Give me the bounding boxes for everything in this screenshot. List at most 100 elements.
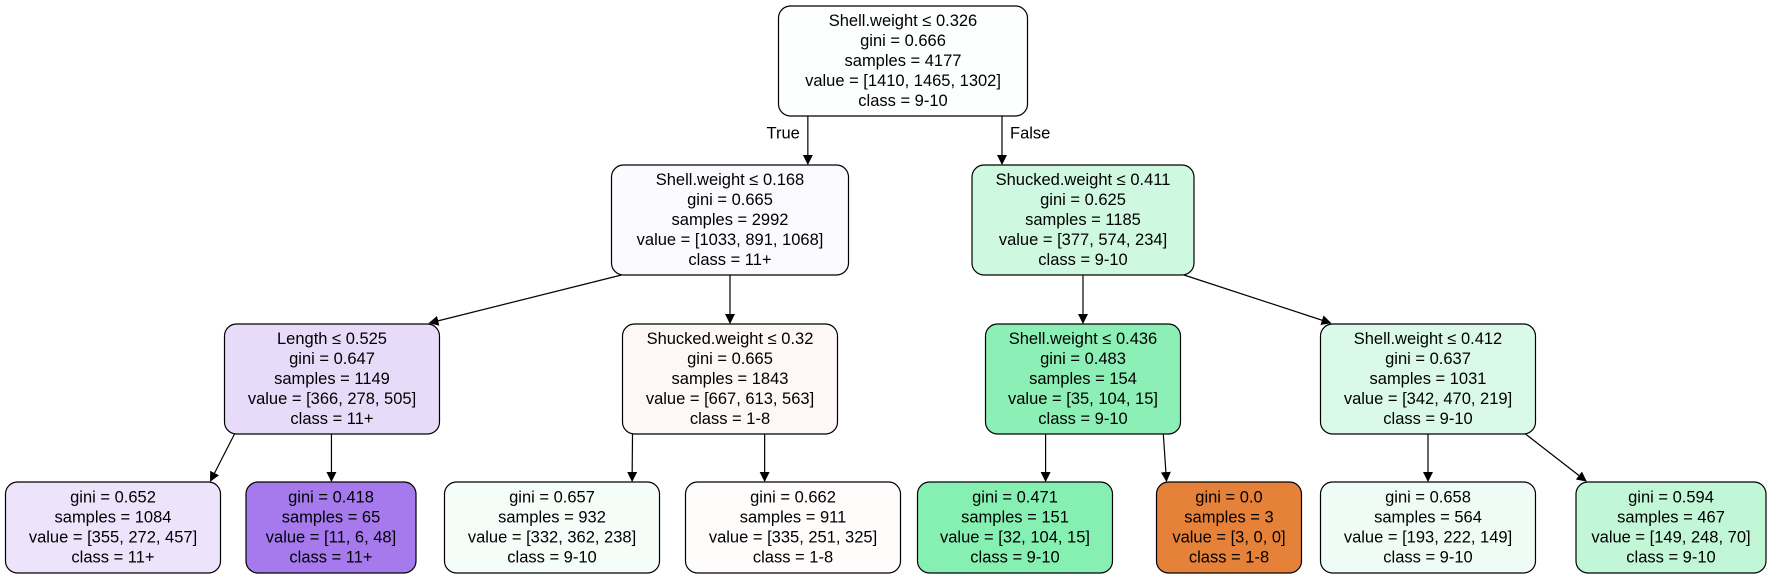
node-text-line: Shell.weight ≤ 0.326 bbox=[829, 12, 977, 30]
edge-n6-n14 bbox=[1525, 433, 1587, 482]
node-text-line: class = 9-10 bbox=[1038, 251, 1127, 269]
edge-n2-n6 bbox=[1183, 274, 1332, 325]
node-text-line: class = 1-8 bbox=[690, 410, 770, 428]
nodes-layer: Shell.weight ≤ 0.326 gini = 0.666 samples … bbox=[4, 5, 1767, 574]
node-text-line: samples = 1185 bbox=[1025, 211, 1141, 229]
node-text-line: class = 1-8 bbox=[1189, 549, 1269, 567]
node-text-line: gini = 0.483 bbox=[1040, 350, 1126, 368]
node-text-line: samples = 1084 bbox=[55, 509, 172, 527]
edge-label-true: True bbox=[767, 125, 800, 143]
node-text-line: value = [32, 104, 15] bbox=[940, 529, 1090, 547]
node-text-line: value = [335, 251, 325] bbox=[709, 529, 877, 547]
node-box bbox=[223, 323, 441, 435]
node-text-line: samples = 3 bbox=[1184, 509, 1273, 527]
tree-node-n5: Shell.weight ≤ 0.436 gini = 0.483 samples … bbox=[984, 323, 1182, 435]
node-text-line: samples = 911 bbox=[740, 509, 847, 527]
node-text-line: gini = 0.0 bbox=[1195, 489, 1262, 507]
node-text-line: class = 9-10 bbox=[970, 549, 1059, 567]
node-box bbox=[916, 481, 1114, 574]
node-box bbox=[1155, 481, 1303, 574]
tree-node-n8: gini = 0.418 samples = 65 value = [11, 6, … bbox=[245, 481, 417, 574]
node-text-line: value = [149, 248, 70] bbox=[1591, 529, 1750, 547]
node-text-line: value = [35, 104, 15] bbox=[1008, 390, 1158, 408]
tree-node-n14: gini = 0.594 samples = 467 value = [149, 2… bbox=[1575, 481, 1767, 574]
node-text-line: gini = 0.666 bbox=[860, 32, 946, 50]
node-text-line: class = 1-8 bbox=[753, 549, 833, 567]
node-text-line: value = [193, 222, 149] bbox=[1344, 529, 1512, 547]
node-text-line: value = [366, 278, 505] bbox=[248, 390, 416, 408]
node-text-line: gini = 0.665 bbox=[687, 191, 773, 209]
node-text-line: class = 9-10 bbox=[507, 549, 596, 567]
node-text-line: gini = 0.647 bbox=[289, 350, 375, 368]
tree-node-n13: gini = 0.658 samples = 564 value = [193, 2… bbox=[1319, 481, 1537, 574]
node-box bbox=[443, 481, 661, 574]
node-text-line: gini = 0.658 bbox=[1385, 489, 1471, 507]
node-box bbox=[1319, 481, 1537, 574]
node-text-line: Shell.weight ≤ 0.436 bbox=[1009, 330, 1157, 348]
node-box bbox=[984, 323, 1182, 435]
tree-node-n1: Shell.weight ≤ 0.168 gini = 0.665 samples … bbox=[610, 164, 850, 276]
node-box bbox=[245, 481, 417, 574]
edges-layer: True False bbox=[209, 116, 1587, 482]
node-text-line: samples = 2992 bbox=[672, 211, 789, 229]
node-text-line: class = 11+ bbox=[71, 549, 154, 567]
tree-node-n11: gini = 0.471 samples = 151 value = [32, 10… bbox=[916, 481, 1114, 574]
node-text-line: samples = 1031 bbox=[1370, 370, 1487, 388]
edge-label-false: False bbox=[1010, 125, 1050, 143]
node-text-line: value = [355, 272, 457] bbox=[29, 529, 197, 547]
node-text-line: gini = 0.657 bbox=[509, 489, 595, 507]
node-text-line: Shucked.weight ≤ 0.411 bbox=[996, 171, 1171, 189]
node-text-line: samples = 1843 bbox=[672, 370, 789, 388]
node-text-line: gini = 0.594 bbox=[1628, 489, 1714, 507]
node-text-line: value = [11, 6, 48] bbox=[266, 529, 396, 547]
node-text-line: value = [377, 574, 234] bbox=[999, 231, 1167, 249]
node-text-line: class = 9-10 bbox=[1626, 549, 1715, 567]
node-text-line: gini = 0.665 bbox=[687, 350, 773, 368]
node-box bbox=[1319, 323, 1537, 435]
node-text-line: class = 9-10 bbox=[1383, 549, 1472, 567]
node-text-line: gini = 0.418 bbox=[288, 489, 374, 507]
node-box bbox=[777, 5, 1029, 117]
node-text-line: value = [667, 613, 563] bbox=[646, 390, 814, 408]
node-text-line: samples = 4177 bbox=[845, 52, 962, 70]
node-text-line: samples = 151 bbox=[961, 509, 1069, 527]
node-box bbox=[684, 481, 902, 574]
edge-n1-n3 bbox=[428, 274, 622, 326]
node-box bbox=[621, 323, 839, 435]
tree-node-n10: gini = 0.662 samples = 911 value = [335, 2… bbox=[684, 481, 902, 574]
node-text-line: gini = 0.471 bbox=[972, 489, 1058, 507]
node-text-line: gini = 0.662 bbox=[750, 489, 836, 507]
node-box bbox=[1575, 481, 1767, 574]
node-text-line: samples = 154 bbox=[1029, 370, 1137, 388]
node-text-line: samples = 932 bbox=[498, 509, 606, 527]
node-text-line: value = [1033, 891, 1068] bbox=[637, 231, 824, 249]
node-text-line: class = 9-10 bbox=[1038, 410, 1127, 428]
node-text-line: samples = 467 bbox=[1617, 509, 1725, 527]
node-text-line: value = [342, 470, 219] bbox=[1344, 390, 1512, 408]
edge-n3-n7 bbox=[209, 433, 236, 482]
tree-node-n12: gini = 0.0 samples = 3 value = [3, 0, 0] cl… bbox=[1155, 481, 1303, 574]
tree-node-n4: Shucked.weight ≤ 0.32 gini = 0.665 samples… bbox=[621, 323, 839, 435]
node-text-line: gini = 0.637 bbox=[1385, 350, 1471, 368]
node-text-line: class = 11+ bbox=[290, 410, 373, 428]
node-box bbox=[971, 164, 1195, 276]
node-text-line: samples = 1149 bbox=[274, 370, 390, 388]
node-text-line: gini = 0.625 bbox=[1040, 191, 1126, 209]
node-text-line: samples = 564 bbox=[1374, 509, 1482, 527]
node-text-line: class = 9-10 bbox=[1383, 410, 1472, 428]
node-text-line: samples = 65 bbox=[282, 509, 381, 527]
tree-node-n2: Shucked.weight ≤ 0.411 gini = 0.625 sample… bbox=[971, 164, 1195, 276]
tree-node-n0: Shell.weight ≤ 0.326 gini = 0.666 samples … bbox=[777, 5, 1029, 117]
node-text-line: value = [1410, 1465, 1302] bbox=[805, 72, 1001, 90]
node-text-line: Shell.weight ≤ 0.168 bbox=[656, 171, 804, 189]
node-text-line: Shucked.weight ≤ 0.32 bbox=[647, 330, 814, 348]
node-text-line: value = [3, 0, 0] bbox=[1172, 529, 1285, 547]
node-text-line: class = 11+ bbox=[688, 251, 771, 269]
node-text-line: class = 11+ bbox=[289, 549, 372, 567]
node-box bbox=[610, 164, 850, 276]
